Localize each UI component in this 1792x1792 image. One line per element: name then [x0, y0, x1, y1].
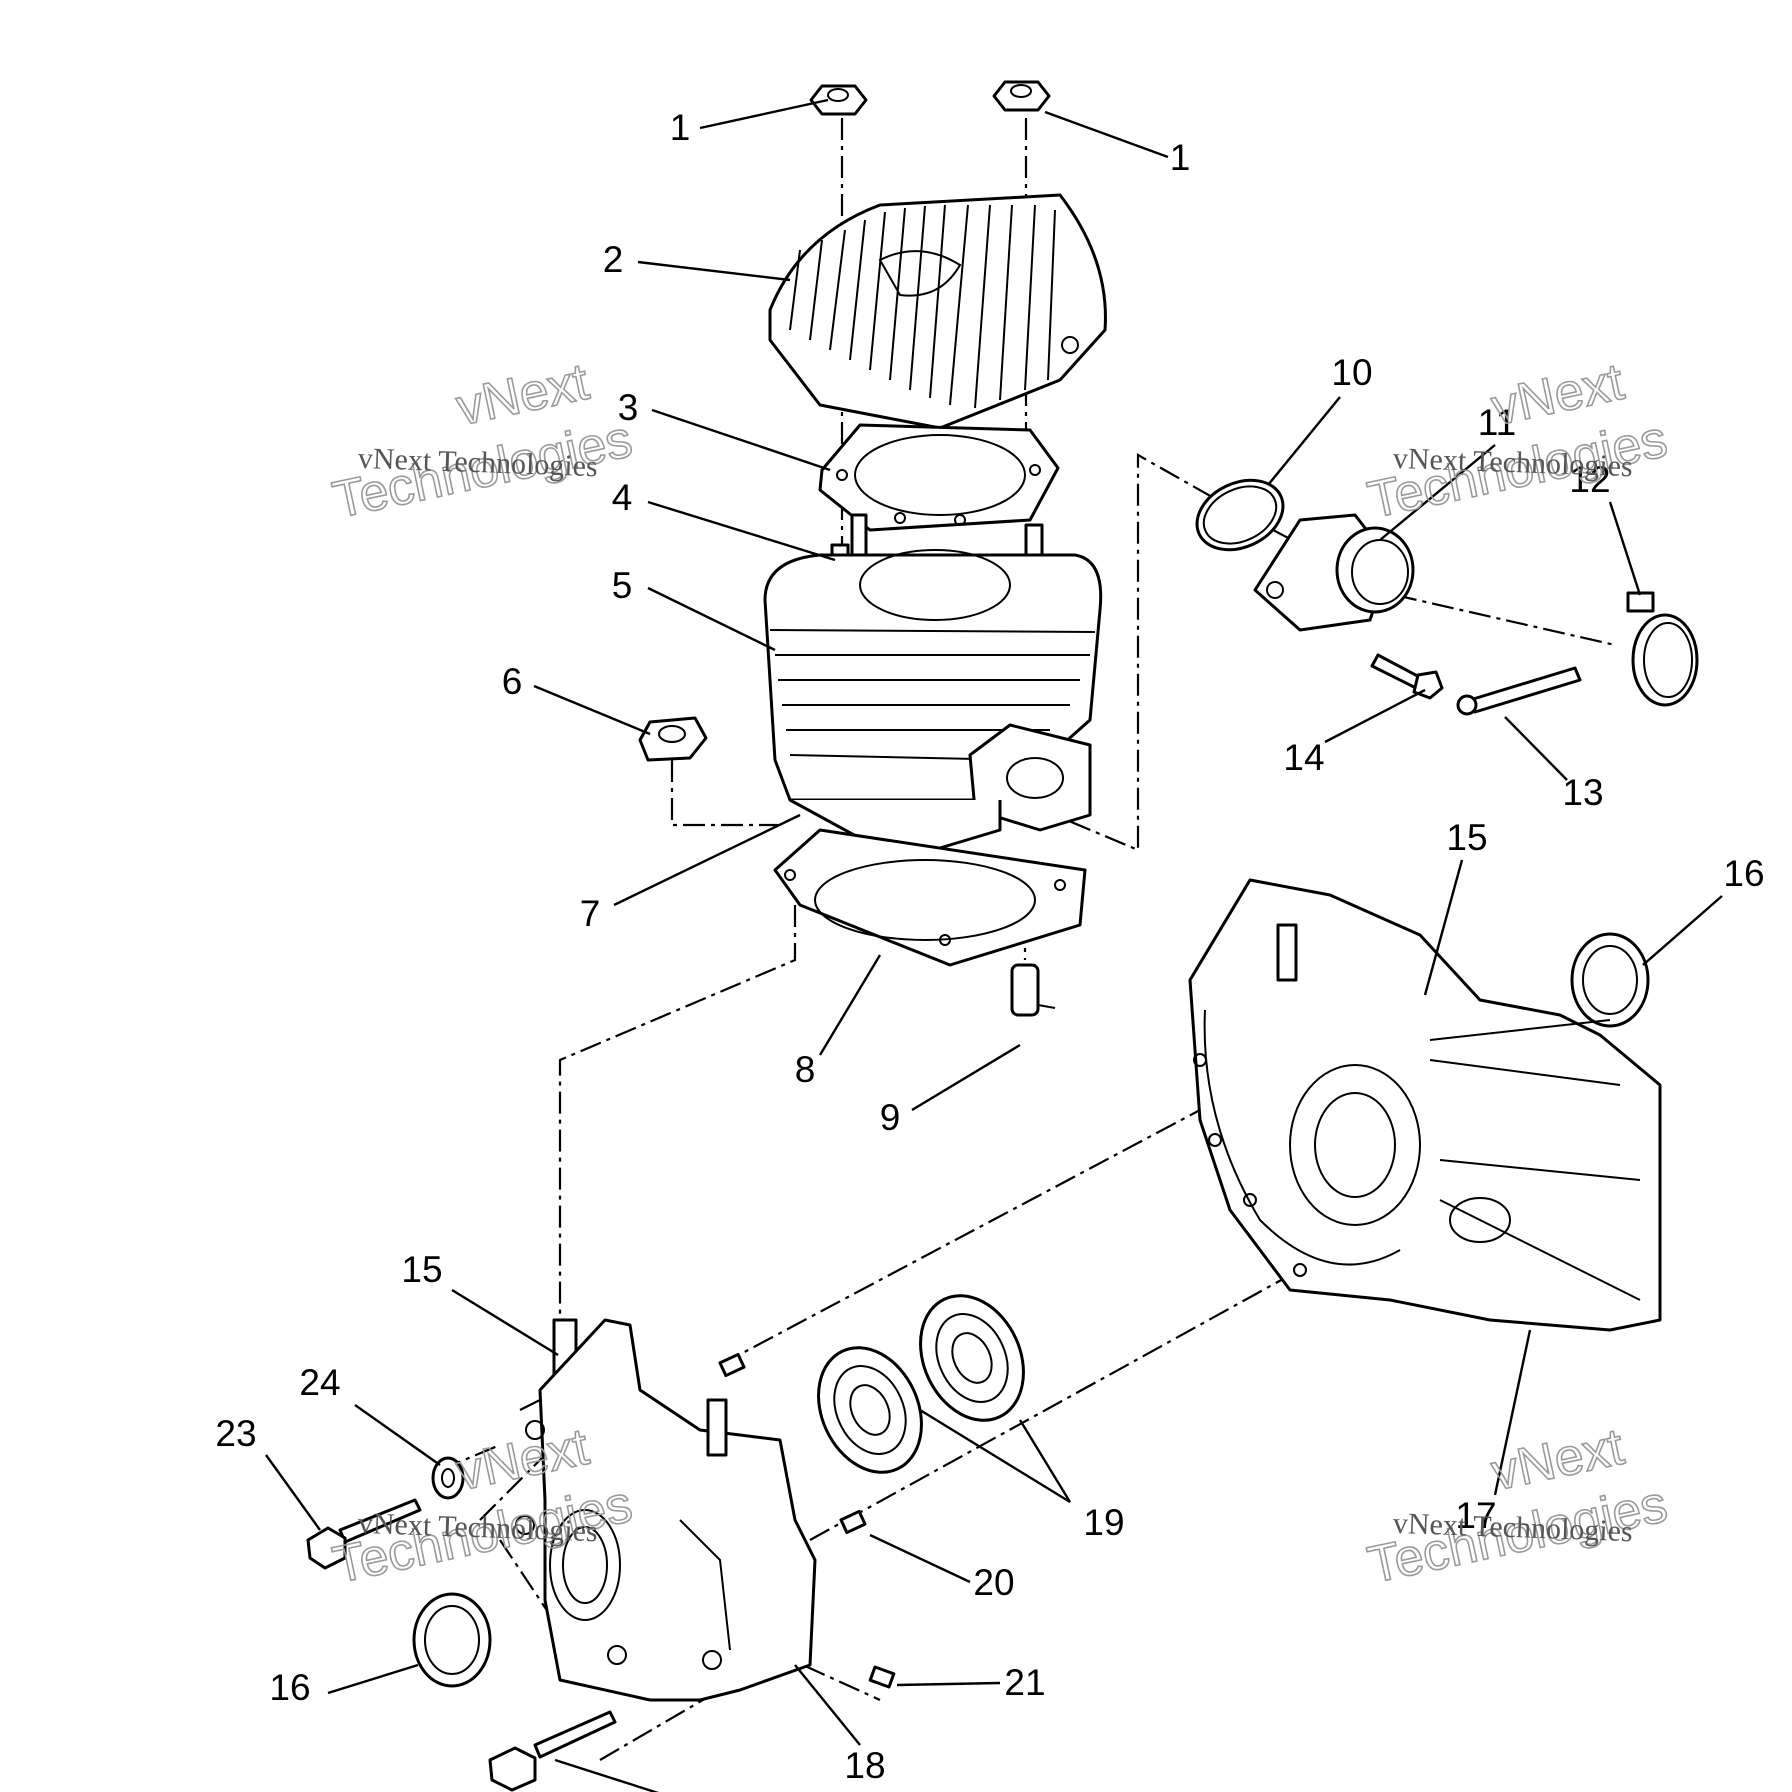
callout-c12: 12: [1569, 459, 1610, 500]
crankcase-left: [515, 1318, 817, 1702]
leader-lines: [265, 98, 1723, 1792]
base-gasket: [773, 828, 1087, 967]
cylinder-head: [768, 193, 1107, 430]
callout-c21: 21: [1004, 1662, 1045, 1703]
seal-lower: [412, 1592, 492, 1688]
callout-c15a: 15: [1446, 817, 1487, 858]
callout-labels: 1123456789101112131415151616171819202123…: [215, 107, 1764, 1786]
watermark: vNext Technologies vNext Technologies: [327, 352, 638, 531]
washer: [431, 1456, 465, 1500]
o-ring: [1195, 478, 1285, 552]
case-bolt-lower: [488, 1710, 617, 1792]
intake-manifold: [1253, 513, 1415, 632]
dowel-pin-lower: [868, 1665, 896, 1689]
callout-c18: 18: [844, 1745, 885, 1786]
callout-c16b: 16: [269, 1667, 310, 1708]
callout-c10: 10: [1331, 352, 1372, 393]
watermark: vNext Technologies vNext Technologies: [1362, 1417, 1673, 1596]
case-bolt-upper: [306, 1498, 422, 1570]
callout-c23: 23: [215, 1413, 256, 1454]
head-nut-left: [809, 84, 868, 116]
callout-c6: 6: [502, 661, 523, 702]
callout-c1b: 1: [1170, 137, 1191, 178]
dowel-pin-mid: [839, 1509, 867, 1535]
bearing-left: [817, 1346, 923, 1474]
callout-c16a: 16: [1723, 853, 1764, 894]
head-gasket: [818, 423, 1060, 532]
callout-c3: 3: [618, 387, 639, 428]
callout-c17: 17: [1455, 1495, 1496, 1536]
crankcase-right: [1188, 878, 1662, 1332]
callout-c13: 13: [1562, 772, 1603, 813]
callout-c7: 7: [580, 893, 601, 934]
exhaust-nut: [638, 716, 708, 762]
bearing-right: [919, 1294, 1025, 1422]
manifold-bolt: [1370, 653, 1444, 700]
dowel-pin-upper: [718, 1352, 746, 1378]
clamp-screw: [1456, 666, 1582, 716]
callout-c11: 11: [1478, 402, 1516, 443]
callout-c20: 20: [973, 1562, 1014, 1603]
head-nut-right: [992, 80, 1051, 112]
temp-sender: [1010, 963, 1056, 1017]
callout-c4: 4: [612, 477, 633, 518]
callout-c9: 9: [880, 1097, 901, 1138]
callout-c14: 14: [1283, 737, 1324, 778]
cylinder: [763, 549, 1103, 862]
callout-c8: 8: [795, 1049, 816, 1090]
clamp: [1626, 591, 1699, 707]
callout-c1a: 1: [670, 107, 691, 148]
watermark: vNext Technologies vNext Technologies: [1362, 352, 1673, 531]
callout-c5: 5: [612, 565, 633, 606]
callout-c19: 19: [1083, 1502, 1124, 1543]
engine-parts: [306, 80, 1699, 1792]
callout-c2: 2: [603, 239, 624, 280]
callout-c24: 24: [299, 1362, 340, 1403]
seal-upper: [1570, 932, 1650, 1028]
callout-c15b: 15: [401, 1249, 442, 1290]
